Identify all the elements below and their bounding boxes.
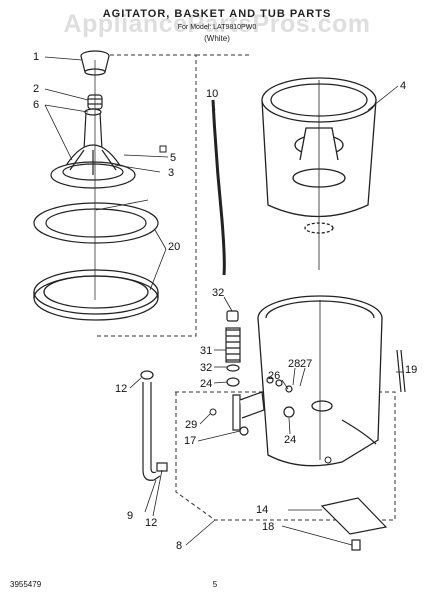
callout-1: 1 — [33, 51, 39, 63]
agitator — [50, 108, 136, 189]
drain-hose — [140, 370, 168, 481]
diagram-title: AGITATOR, BASKET AND TUB PARTS — [102, 8, 332, 20]
callout-12-top: 12 — [115, 383, 127, 395]
hose — [211, 99, 226, 276]
watermark: AppliancePartsPros.com — [63, 10, 371, 38]
pump-bracket — [232, 376, 295, 436]
page-number: 5 — [212, 580, 218, 589]
callout-32-top: 32 — [212, 287, 224, 299]
callout-8: 8 — [176, 540, 182, 552]
callout-4: 6 — [33, 99, 39, 111]
model-line: For Model: LAT9810PW0 — [177, 24, 257, 31]
baffle — [320, 497, 388, 551]
callout-labels: 1 2 6 5 3 20 10 4 32 31 32 24 12 29 17 9… — [33, 51, 417, 552]
callout-24: 24 — [200, 378, 212, 390]
callout-14: 14 — [256, 504, 268, 516]
callout-30: 29 — [185, 419, 197, 431]
outer-tub — [257, 295, 383, 467]
balance-ring — [33, 269, 159, 321]
strap — [396, 349, 406, 393]
callout-28: 27 — [300, 358, 312, 370]
callout-18: 20 — [168, 241, 180, 253]
document-number: 3955479 — [10, 580, 42, 589]
callout-31: 31 — [200, 345, 212, 357]
callout-32-mid: 32 — [200, 362, 212, 374]
agitator-group-outline — [96, 54, 197, 337]
callout-26: 24 — [284, 434, 296, 446]
color-line: (White) — [204, 34, 230, 43]
callout-27: 26 — [268, 370, 280, 382]
callout-20: 18 — [262, 521, 274, 533]
seal-ring — [33, 202, 159, 244]
callout-17: 17 — [184, 435, 196, 447]
callout-5: 3 — [168, 167, 174, 179]
spin-basket — [261, 77, 377, 270]
callout-9: 10 — [206, 88, 218, 100]
callout-10: 9 — [127, 510, 133, 522]
small-hardware — [159, 145, 332, 464]
callout-12-bottom: 12 — [145, 517, 157, 529]
callout-29: 28 — [288, 358, 300, 370]
leader-lines — [44, 56, 404, 546]
callout-3: 5 — [170, 152, 176, 164]
spring-stack — [225, 310, 241, 387]
callout-6: 4 — [400, 80, 406, 92]
callout-19: 19 — [405, 364, 417, 376]
callout-2: 2 — [33, 83, 39, 95]
tub-hardware-outline — [175, 391, 396, 521]
